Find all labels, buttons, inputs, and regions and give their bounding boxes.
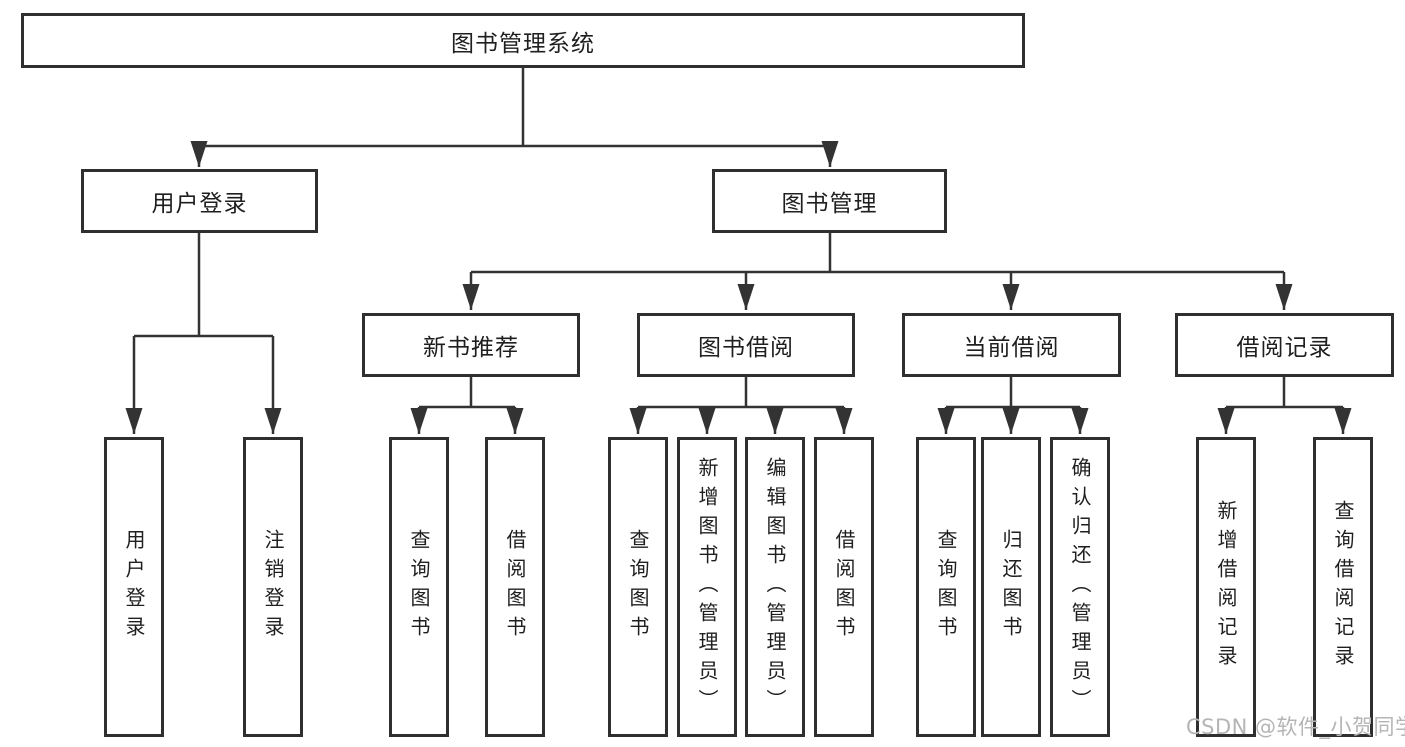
leaf-add-books-admin: 新增图书（管理员） — [677, 437, 737, 737]
node-current-borrowing: 当前借阅 — [902, 313, 1121, 377]
node-library-system: 图书管理系统 — [21, 13, 1025, 68]
leaf-query-books-borrowing: 查询图书 — [608, 437, 668, 737]
node-book-management: 图书管理 — [712, 169, 947, 233]
leaf-query-books-recommend: 查询图书 — [389, 437, 449, 737]
leaf-user-login: 用户登录 — [104, 437, 164, 737]
leaf-logout: 注销登录 — [243, 437, 303, 737]
leaf-confirm-return-admin: 确认归还（管理员） — [1050, 437, 1110, 737]
leaf-edit-books-admin: 编辑图书（管理员） — [745, 437, 805, 737]
node-book-borrowing: 图书借阅 — [637, 313, 855, 377]
csdn-watermark: CSDN @软件_小贺同学 — [1186, 715, 1405, 739]
leaf-borrow-books-recommend: 借阅图书 — [485, 437, 545, 737]
leaf-add-borrow-record: 新增借阅记录 — [1196, 437, 1256, 737]
leaf-borrow-books: 借阅图书 — [814, 437, 874, 737]
leaf-query-borrow-record: 查询借阅记录 — [1313, 437, 1373, 737]
leaf-query-books-current: 查询图书 — [916, 437, 976, 737]
node-new-book-recommend: 新书推荐 — [362, 313, 580, 377]
node-user-login: 用户登录 — [81, 169, 318, 233]
leaf-return-books: 归还图书 — [981, 437, 1041, 737]
node-borrowing-records: 借阅记录 — [1175, 313, 1394, 377]
